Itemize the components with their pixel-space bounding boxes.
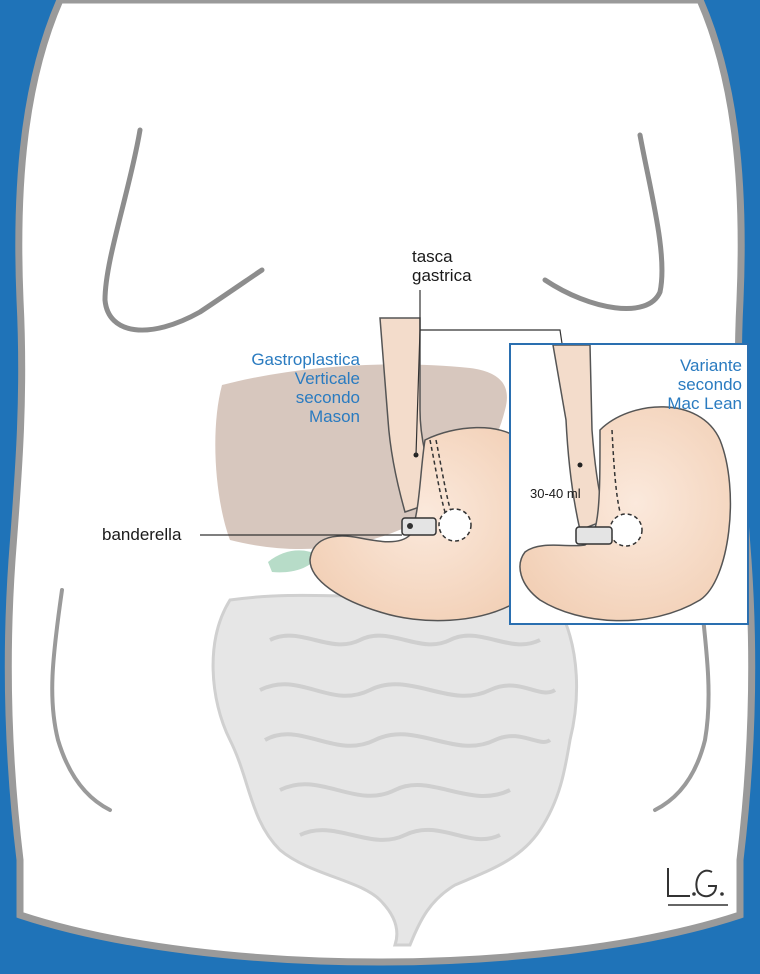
procedure-main-line3: secondo	[220, 388, 360, 407]
tasca-label-line2: gastrica	[412, 266, 472, 285]
stoma-window	[439, 509, 471, 541]
volume-label: 30-40 ml	[530, 484, 581, 503]
procedure-main-line1: Gastroplastica	[220, 350, 360, 369]
procedure-variant-line1: Variante	[630, 356, 742, 375]
tasca-gastrica-label: tasca gastrica	[412, 247, 472, 285]
procedure-variant-line2: secondo	[630, 375, 742, 394]
procedure-main-line2: Verticale	[220, 369, 360, 388]
tasca-label-line1: tasca	[412, 247, 472, 266]
procedure-main-label: Gastroplastica Verticale secondo Mason	[220, 350, 360, 426]
banderella-label: banderella	[102, 525, 181, 544]
band-buckle	[407, 523, 413, 529]
procedure-variant-line3: Mac Lean	[630, 394, 742, 413]
procedure-main-line4: Mason	[220, 407, 360, 426]
procedure-variant-label: Variante secondo Mac Lean	[630, 356, 742, 413]
